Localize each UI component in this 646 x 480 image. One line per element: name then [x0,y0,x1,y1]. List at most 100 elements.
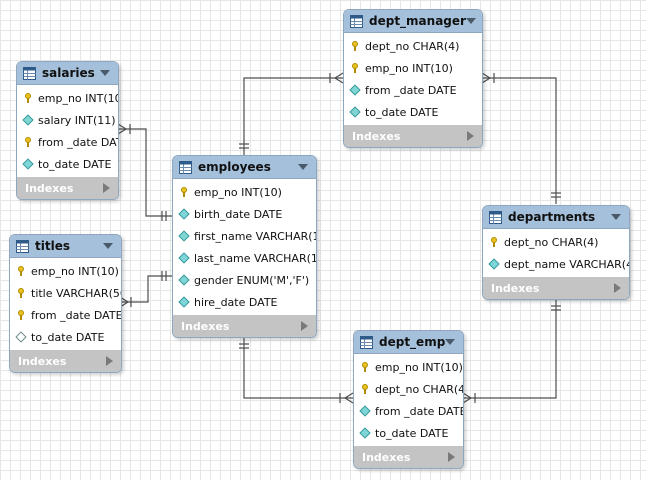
indexes-section[interactable]: Indexes [483,277,629,299]
column-label: to_date DATE [365,105,439,119]
table-header[interactable]: titles [10,235,121,258]
column-row[interactable]: dept_no CHAR(4) [354,378,463,400]
column-row[interactable]: emp_no INT(10) [17,87,118,109]
column-icon [487,258,500,270]
column-row[interactable]: dept_name VARCHAR(40) [483,253,629,275]
table-titles[interactable]: titles emp_no INT(10) title VARCHAR(50) fro… [9,234,122,373]
chevron-down-icon[interactable] [298,164,308,170]
column-label: emp_no INT(10) [194,185,282,199]
table-header[interactable]: dept_manager [344,10,482,33]
table-header[interactable]: employees [173,156,316,179]
column-label: dept_no CHAR(4) [504,235,599,249]
column-row[interactable]: emp_no INT(10) [354,356,463,378]
column-label: to_date DATE [38,157,112,171]
table-departments[interactable]: departments dept_no CHAR(4) dept_name VARC… [482,205,630,300]
primary-key-icon [360,383,369,395]
column-icon [21,158,34,170]
column-icon [358,405,371,417]
column-row[interactable]: from _date DATE [10,304,121,326]
column-row[interactable]: dept_no CHAR(4) [344,35,482,57]
chevron-down-icon[interactable] [103,243,113,249]
table-icon [489,210,502,224]
indexes-section[interactable]: Indexes [344,125,482,147]
chevron-down-icon[interactable] [465,18,476,24]
table-header[interactable]: dept_emp [354,331,463,354]
column-icon [348,84,361,96]
indexes-section[interactable]: Indexes [354,446,463,468]
table-dept-emp[interactable]: dept_emp emp_no INT(10) dept_no CHAR(4) fro… [353,330,464,469]
expand-arrow-icon[interactable] [448,452,455,462]
table-title: departments [508,210,596,224]
column-row[interactable]: birth_date DATE [173,203,316,225]
column-label: from _date DATE [375,404,464,418]
column-icon [177,252,190,264]
table-title: dept_manager [369,14,466,28]
column-row[interactable]: emp_no INT(10) [344,57,482,79]
relationship-employees-titles[interactable] [119,271,172,308]
relationship-employees-salaries[interactable] [117,123,172,221]
indexes-section[interactable]: Indexes [173,315,316,337]
primary-key-icon [23,136,32,148]
table-icon [179,160,192,174]
relationship-departments-dept-manager[interactable] [481,72,561,204]
column-row[interactable]: to_date DATE [344,101,482,123]
column-row[interactable]: to_date DATE [354,422,463,444]
table-icon [23,66,36,80]
chevron-down-icon[interactable] [611,214,621,220]
table-header[interactable]: departments [483,206,629,229]
column-label: gender ENUM('M','F') [194,273,310,287]
indexes-label: Indexes [181,319,230,333]
primary-key-icon [350,62,359,74]
column-row[interactable]: from _date DATE [354,400,463,422]
expand-arrow-icon[interactable] [301,321,308,331]
column-row[interactable]: salary INT(11) [17,109,118,131]
column-label: first_name VARCHAR(14) [194,229,316,243]
table-dept-manager[interactable]: dept_manager dept_no CHAR(4)emp_no INT(10… [343,9,483,148]
column-label: to_date DATE [375,426,449,440]
column-row[interactable]: gender ENUM('M','F') [173,269,316,291]
column-icon [177,274,190,286]
column-row[interactable]: emp_no INT(10) [10,260,121,282]
column-row[interactable]: hire_date DATE [173,291,316,313]
expand-arrow-icon[interactable] [106,356,113,366]
chevron-down-icon[interactable] [100,70,110,76]
column-row[interactable]: to_date DATE [10,326,121,348]
nullable-column-icon [14,331,27,343]
column-label: emp_no INT(10) [31,264,119,278]
relationship-employees-dept-emp[interactable] [239,338,354,404]
column-list: emp_no INT(10) birth_date DATE first_name … [173,179,316,315]
primary-key-icon [16,309,25,321]
column-row[interactable]: to_date DATE [17,153,118,175]
column-label: emp_no INT(10) [375,360,463,374]
expand-arrow-icon[interactable] [467,131,474,141]
indexes-section[interactable]: Indexes [17,177,118,199]
indexes-section[interactable]: Indexes [10,350,121,372]
chevron-down-icon[interactable] [445,339,456,345]
column-label: title VARCHAR(50) [31,286,122,300]
column-label: birth_date DATE [194,207,283,221]
column-icon [348,106,361,118]
column-icon [358,427,371,439]
column-label: dept_name VARCHAR(40) [504,257,629,271]
column-row[interactable]: from _date DATE [17,131,118,153]
indexes-label: Indexes [18,354,67,368]
expand-arrow-icon[interactable] [103,183,110,193]
column-row[interactable]: emp_no INT(10) [173,181,316,203]
indexes-label: Indexes [491,281,540,295]
column-row[interactable]: dept_no CHAR(4) [483,231,629,253]
column-row[interactable]: first_name VARCHAR(14) [173,225,316,247]
column-row[interactable]: from _date DATE [344,79,482,101]
column-icon [177,230,190,242]
relationship-departments-dept-emp[interactable] [462,299,561,404]
column-row[interactable]: last_name VARCHAR(16) [173,247,316,269]
primary-key-icon [179,186,188,198]
primary-key-icon [489,236,498,248]
table-employees[interactable]: employees emp_no INT(10) birth_date DATE fi… [172,155,317,338]
column-label: dept_no CHAR(4) [375,382,464,396]
expand-arrow-icon[interactable] [614,283,621,293]
relationship-employees-dept-manager[interactable] [239,72,344,155]
column-row[interactable]: title VARCHAR(50) [10,282,121,304]
column-list: emp_no INT(10)salary INT(11)from _date D… [17,85,118,177]
table-header[interactable]: salaries [17,62,118,85]
